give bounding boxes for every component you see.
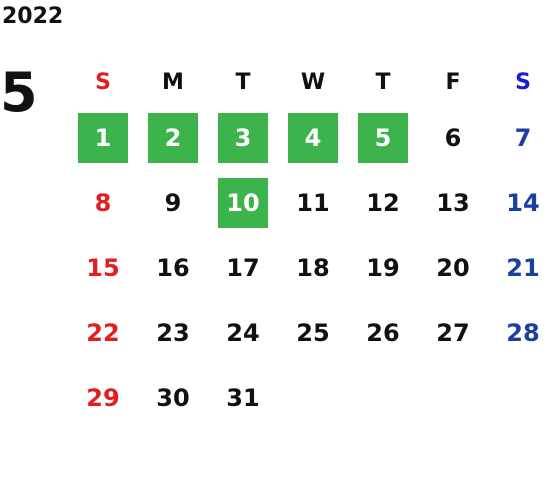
day-number: 12 (366, 188, 400, 217)
day-cell[interactable]: 9 (138, 170, 208, 235)
day-number: 20 (436, 253, 470, 282)
day-cell[interactable]: 10 (208, 170, 278, 235)
year-label: 2022 (2, 4, 64, 29)
day-number: 6 (444, 123, 462, 152)
day-number: 29 (86, 383, 120, 412)
day-cell[interactable]: 16 (138, 235, 208, 300)
day-number: 18 (296, 253, 330, 282)
day-number: 13 (436, 188, 470, 217)
day-number: 26 (366, 318, 400, 347)
day-cell[interactable]: 22 (68, 300, 138, 365)
day-number: 7 (514, 123, 532, 152)
week-row: 22 23 24 25 26 27 28 (68, 300, 548, 365)
day-cell[interactable]: 23 (138, 300, 208, 365)
day-number: 15 (86, 253, 120, 282)
day-cell[interactable]: 24 (208, 300, 278, 365)
weekday-sun: S (95, 70, 111, 95)
day-cell[interactable]: 21 (488, 235, 548, 300)
day-number (288, 373, 338, 423)
week-row: 15 16 17 18 19 20 21 (68, 235, 548, 300)
day-number: 28 (506, 318, 540, 347)
week-row: 8 9 10 11 12 13 14 (68, 170, 548, 235)
day-cell[interactable]: 18 (278, 235, 348, 300)
day-number: 22 (86, 318, 120, 347)
weekday-sat: S (515, 70, 531, 95)
week-row: 29 30 31 (68, 365, 548, 430)
day-cell[interactable]: 27 (418, 300, 488, 365)
day-cell[interactable]: 6 (418, 105, 488, 170)
day-number (498, 373, 548, 423)
day-cell[interactable]: 1 (68, 105, 138, 170)
day-number: 17 (226, 253, 260, 282)
day-cell[interactable]: 3 (208, 105, 278, 170)
day-cell[interactable]: 5 (348, 105, 418, 170)
day-cell[interactable]: 31 (208, 365, 278, 430)
highlighted-day-number: 3 (218, 112, 268, 163)
highlighted-day-number: 1 (78, 112, 128, 163)
empty-day-cell (488, 365, 548, 430)
day-number: 30 (156, 383, 190, 412)
day-cell[interactable]: 14 (488, 170, 548, 235)
highlighted-day-number: 2 (148, 112, 198, 163)
day-number (428, 373, 478, 423)
day-cell[interactable]: 29 (68, 365, 138, 430)
month-label: 5 (0, 61, 38, 124)
empty-day-cell (278, 365, 348, 430)
weekday-wed: W (300, 70, 326, 95)
day-cell[interactable]: 15 (68, 235, 138, 300)
day-cell[interactable]: 25 (278, 300, 348, 365)
weekday-thu: T (375, 70, 391, 95)
day-cell[interactable]: 28 (488, 300, 548, 365)
day-number: 24 (226, 318, 260, 347)
day-number: 31 (226, 383, 260, 412)
day-number: 11 (296, 188, 330, 217)
highlighted-day-number: 5 (358, 112, 408, 163)
weekday-tue: T (235, 70, 251, 95)
empty-day-cell (418, 365, 488, 430)
day-number: 8 (94, 188, 112, 217)
day-number: 21 (506, 253, 540, 282)
day-cell[interactable]: 11 (278, 170, 348, 235)
day-cell[interactable]: 8 (68, 170, 138, 235)
day-number: 19 (366, 253, 400, 282)
day-cell[interactable]: 7 (488, 105, 548, 170)
day-number: 16 (156, 253, 190, 282)
highlighted-day-number: 10 (218, 177, 268, 228)
day-number: 9 (164, 188, 182, 217)
day-cell[interactable]: 13 (418, 170, 488, 235)
day-number: 27 (436, 318, 470, 347)
day-cell[interactable]: 17 (208, 235, 278, 300)
day-cell[interactable]: 19 (348, 235, 418, 300)
day-cell[interactable]: 26 (348, 300, 418, 365)
day-cell[interactable]: 20 (418, 235, 488, 300)
day-number: 25 (296, 318, 330, 347)
day-cell[interactable]: 4 (278, 105, 348, 170)
day-number (358, 373, 408, 423)
day-cell[interactable]: 30 (138, 365, 208, 430)
day-number: 23 (156, 318, 190, 347)
day-cell[interactable]: 2 (138, 105, 208, 170)
weekday-header-row: S M T W T F S (68, 60, 548, 105)
weekday-fri: F (445, 70, 461, 95)
day-number: 14 (506, 188, 540, 217)
day-cell[interactable]: 12 (348, 170, 418, 235)
weekday-mon: M (162, 70, 184, 95)
highlighted-day-number: 4 (288, 112, 338, 163)
empty-day-cell (348, 365, 418, 430)
